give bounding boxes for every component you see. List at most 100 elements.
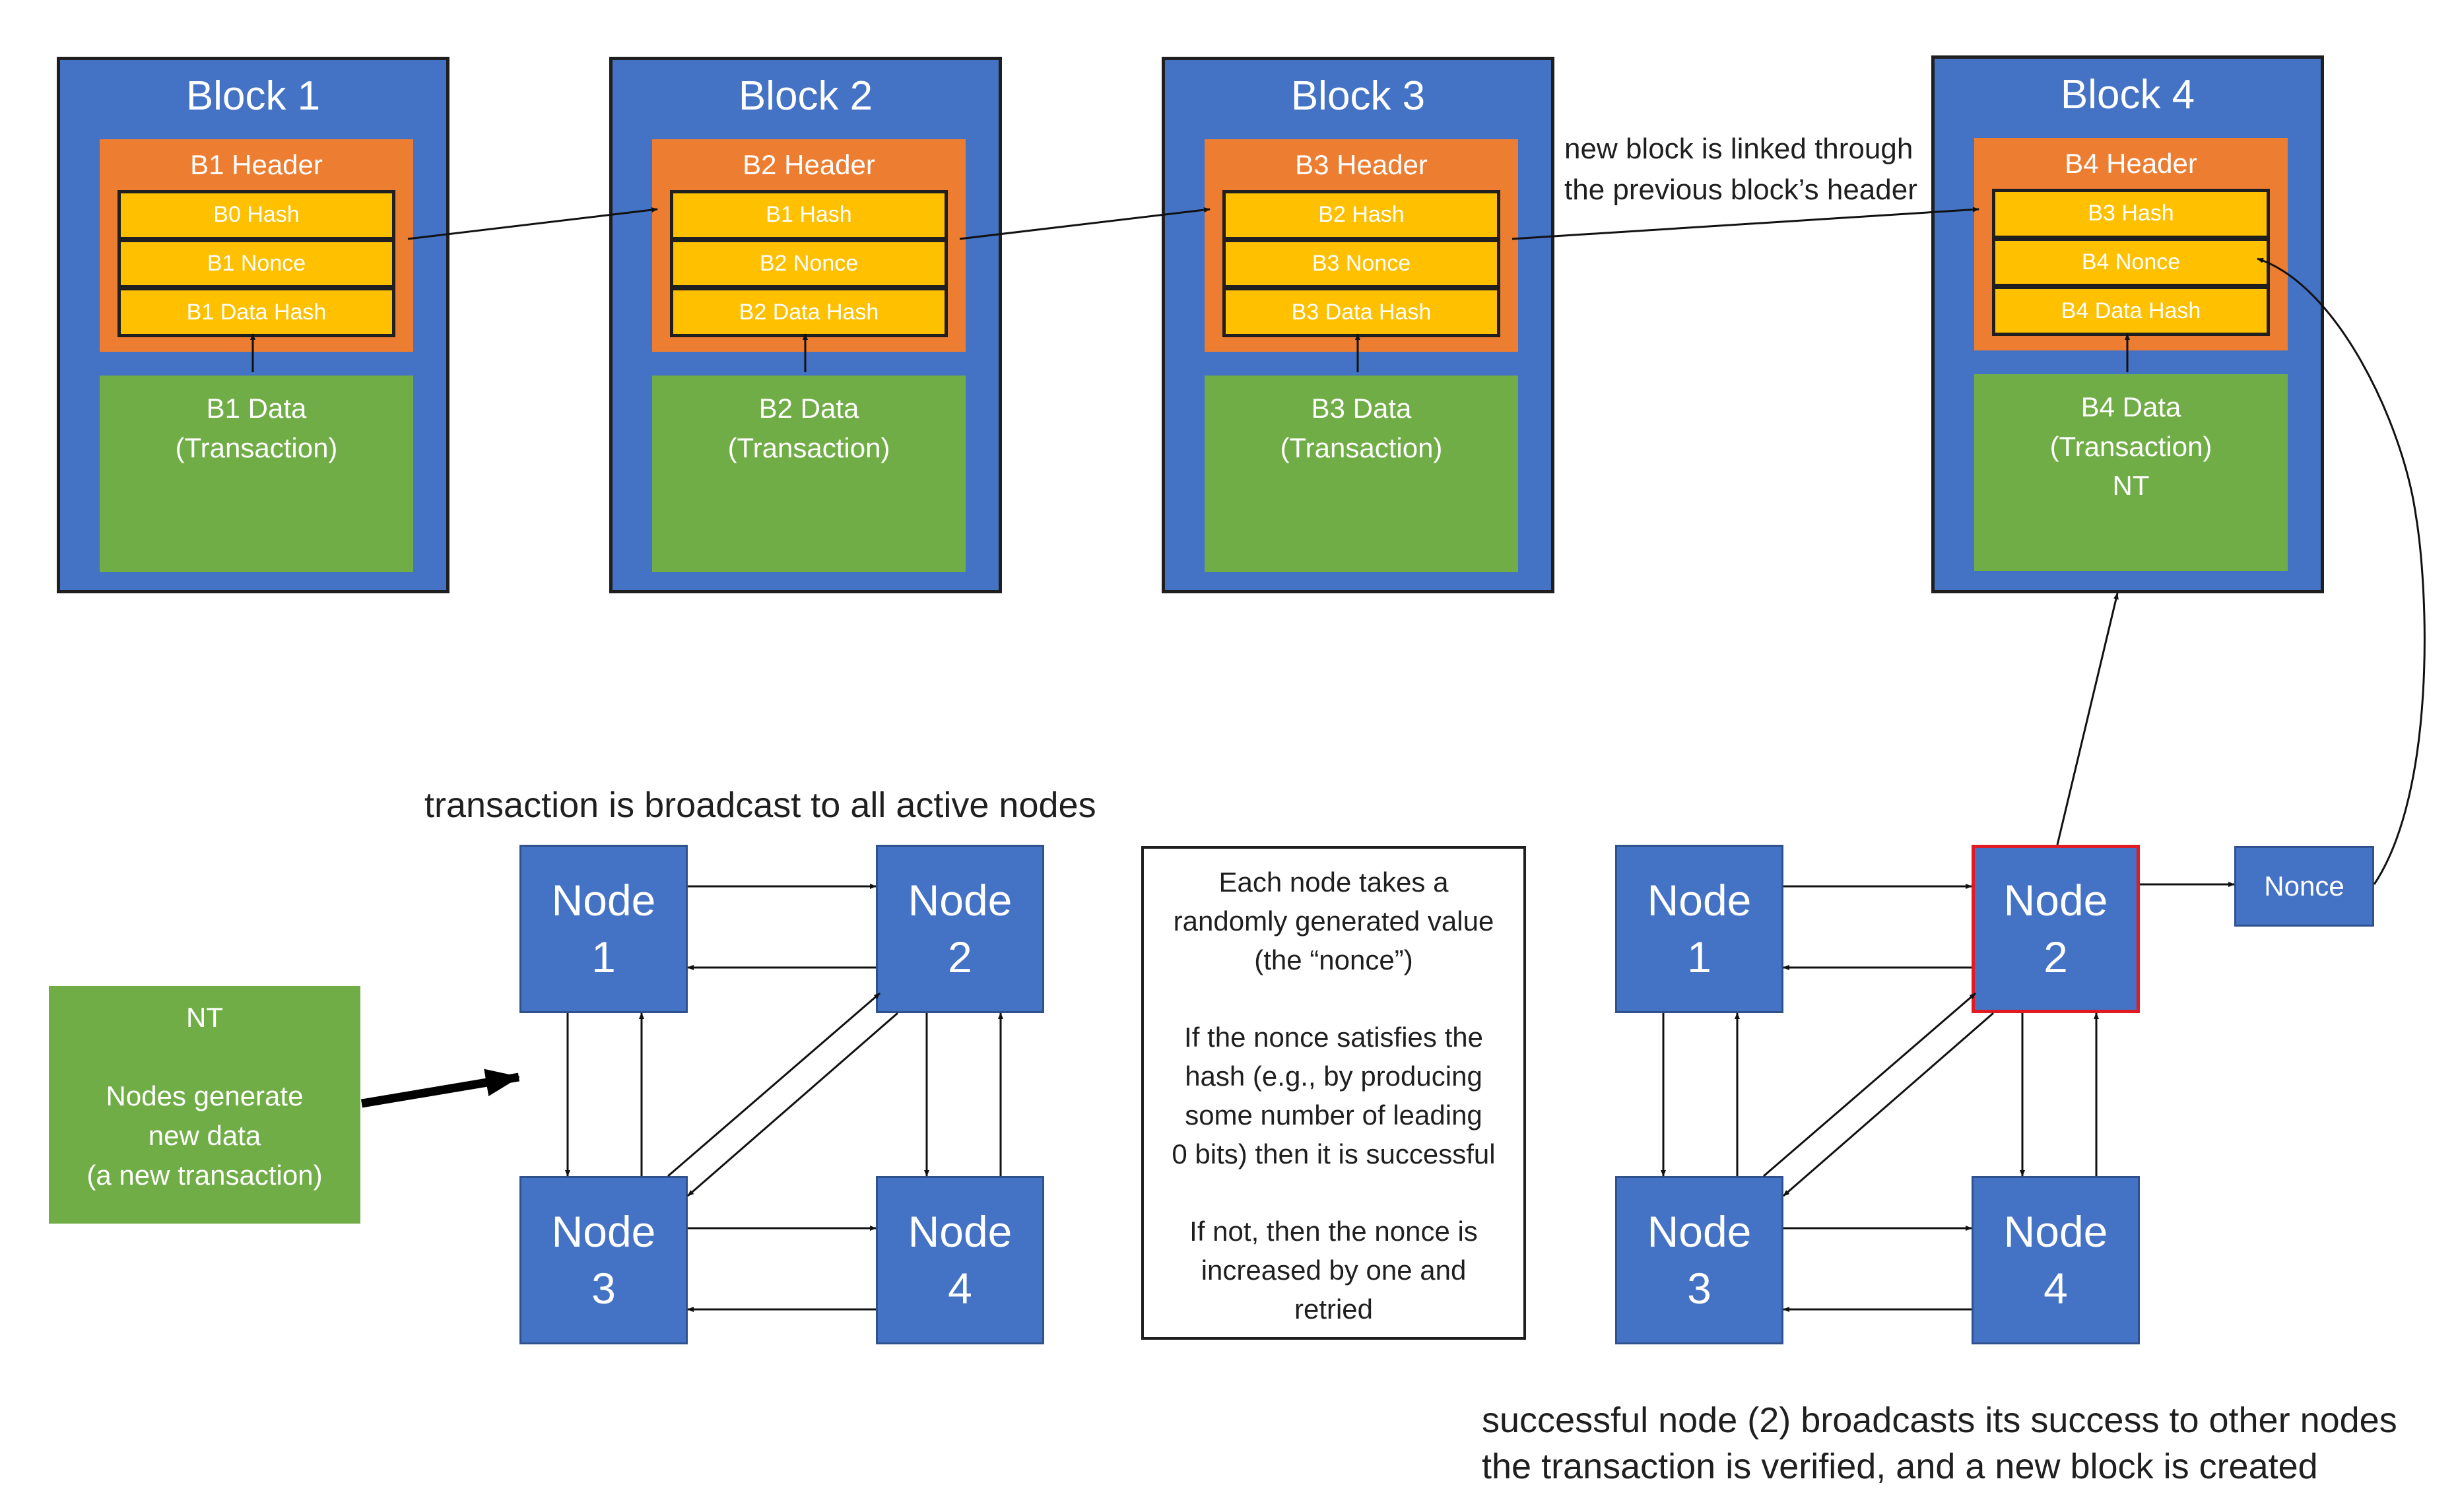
link-arrow-b3-b4 <box>1511 207 1979 240</box>
header-title: B1 Header <box>190 149 323 180</box>
node-3: Node 3 <box>519 1176 688 1344</box>
nonce-field: B3 Nonce <box>1222 240 1500 289</box>
header-fields: B2 Hash B3 Nonce B3 Data Hash <box>1222 190 1500 338</box>
block-header: B4 Header B3 Hash B4 Nonce B4 Data Hash <box>1974 138 2288 350</box>
node-number: 2 <box>948 932 972 981</box>
info-line: some number of leading <box>1185 1099 1482 1131</box>
link-annotation-line: the previous block’s header <box>1564 173 1917 206</box>
nonce-field: B1 Nonce <box>117 240 395 289</box>
block-3: Block 3 B3 Header B2 Hash B3 Nonce B3 Da… <box>1162 57 1554 593</box>
nonce-field: B4 Nonce <box>1992 238 2270 288</box>
block-data: B1 Data (Transaction) <box>100 376 413 572</box>
node-number: 2 <box>2043 932 2068 981</box>
arrow-n3-to-n2 <box>667 992 880 1177</box>
data-title: B4 Data <box>2080 391 2181 422</box>
block-header: B1 Header B0 Hash B1 Nonce B1 Data Hash <box>100 139 413 352</box>
info-line: increased by one and <box>1201 1254 1467 1286</box>
node-1-right: Node 1 <box>1615 845 1783 1013</box>
data-hash-field: B1 Data Hash <box>117 288 395 338</box>
header-fields: B3 Hash B4 Nonce B4 Data Hash <box>1992 189 2270 337</box>
arrow-n2-to-n3 <box>687 1012 898 1197</box>
node-label: Node <box>551 1206 656 1256</box>
arrow-node2-to-block4 <box>2056 593 2119 845</box>
previous-hash-field: B2 Hash <box>1222 190 1500 240</box>
block-data: B2 Data (Transaction) <box>652 376 966 572</box>
node-number: 1 <box>591 932 616 981</box>
arrow-n3-to-n2-right <box>1763 992 1976 1177</box>
node-number: 4 <box>2043 1263 2068 1313</box>
new-transaction-line: Nodes generate <box>106 1080 304 1112</box>
data-new-transaction: NT <box>2112 470 2150 502</box>
previous-hash-field: B0 Hash <box>117 190 395 240</box>
node-number: 1 <box>1687 932 1711 981</box>
header-fields: B0 Hash B1 Nonce B1 Data Hash <box>117 190 395 338</box>
info-line: hash (e.g., by producing <box>1185 1060 1482 1092</box>
data-hash-field: B3 Data Hash <box>1222 288 1500 338</box>
previous-hash-field: B3 Hash <box>1992 189 2270 239</box>
previous-hash-field: B1 Hash <box>670 190 948 240</box>
node-label: Node <box>908 875 1013 925</box>
node-label: Node <box>908 1206 1013 1256</box>
block-title: Block 3 <box>1290 73 1426 119</box>
info-line: 0 bits) then it is successful <box>1172 1138 1496 1169</box>
block-title: Block 2 <box>738 73 873 119</box>
data-title: B1 Data <box>206 393 307 424</box>
block-title: Block 1 <box>185 73 321 119</box>
info-line: (the “nonce”) <box>1254 944 1413 975</box>
header-fields: B1 Hash B2 Nonce B2 Data Hash <box>670 190 948 338</box>
data-hash-field: B2 Data Hash <box>670 288 948 338</box>
node-label: Node <box>2003 875 2108 925</box>
nonce-box: Nonce <box>2234 846 2374 927</box>
info-line: If the nonce satisfies the <box>1184 1022 1483 1053</box>
new-transaction-box: NT Nodes generate new data (a new transa… <box>49 986 360 1224</box>
block-header: B3 Header B2 Hash B3 Nonce B3 Data Hash <box>1205 139 1518 352</box>
data-subtitle: (Transaction) <box>2049 430 2212 462</box>
data-title: B3 Data <box>1311 393 1412 424</box>
node-label: Node <box>551 875 656 925</box>
node-label: Node <box>1647 1206 1752 1256</box>
new-transaction-line: (a new transaction) <box>86 1159 323 1191</box>
node-2-successful: Node 2 <box>1972 845 2140 1013</box>
block-header: B2 Header B1 Hash B2 Nonce B2 Data Hash <box>652 139 966 352</box>
info-line <box>1144 979 1523 1018</box>
node-label: Node <box>2003 1206 2108 1256</box>
info-line: If not, then the nonce is <box>1189 1216 1478 1247</box>
data-hash-field: B4 Data Hash <box>1992 287 2270 337</box>
nonce-explanation-box: Each node takes a randomly generated val… <box>1141 846 1526 1340</box>
header-title: B3 Header <box>1295 149 1428 180</box>
new-transaction-line: new data <box>148 1119 261 1151</box>
data-title: B2 Data <box>758 393 859 424</box>
header-title: B4 Header <box>2065 148 2197 179</box>
broadcast-caption: transaction is broadcast to all active n… <box>424 785 1096 825</box>
block-data: B4 Data (Transaction) NT <box>1974 374 2288 571</box>
node-3-right: Node 3 <box>1615 1176 1783 1344</box>
node-number: 3 <box>1687 1263 1711 1313</box>
node-4: Node 4 <box>876 1176 1044 1344</box>
data-subtitle: (Transaction) <box>175 432 338 463</box>
info-line <box>1144 1173 1523 1212</box>
node-number: 3 <box>591 1263 616 1313</box>
arrow-n2-to-n3-right <box>1783 1012 1994 1197</box>
node-number: 4 <box>948 1263 972 1313</box>
block-1: Block 1 B1 Header B0 Hash B1 Nonce B1 Da… <box>57 57 449 593</box>
node-2: Node 2 <box>876 845 1044 1013</box>
success-caption: successful node (2) broadcasts its succe… <box>1482 1397 2397 1490</box>
header-title: B2 Header <box>743 149 875 180</box>
node-1: Node 1 <box>519 845 688 1013</box>
node-4-right: Node 4 <box>1972 1176 2140 1344</box>
new-transaction-title: NT <box>186 1002 223 1033</box>
block-2: Block 2 B2 Header B1 Hash B2 Nonce B2 Da… <box>609 57 1002 593</box>
nonce-field: B2 Nonce <box>670 240 948 289</box>
success-caption-line: successful node (2) broadcasts its succe… <box>1482 1400 2397 1440</box>
info-line: Each node takes a <box>1218 867 1449 898</box>
node-label: Node <box>1647 875 1752 925</box>
link-annotation: new block is linked through the previous… <box>1564 129 1917 211</box>
success-caption-line: the transaction is verified, and a new b… <box>1482 1447 2318 1487</box>
info-line: retried <box>1294 1293 1374 1325</box>
block-title: Block 4 <box>2060 72 2195 117</box>
data-subtitle: (Transaction) <box>727 432 890 463</box>
data-subtitle: (Transaction) <box>1280 432 1443 463</box>
block-data: B3 Data (Transaction) <box>1205 376 1518 572</box>
block-4: Block 4 B4 Header B3 Hash B4 Nonce B4 Da… <box>1931 55 2324 593</box>
